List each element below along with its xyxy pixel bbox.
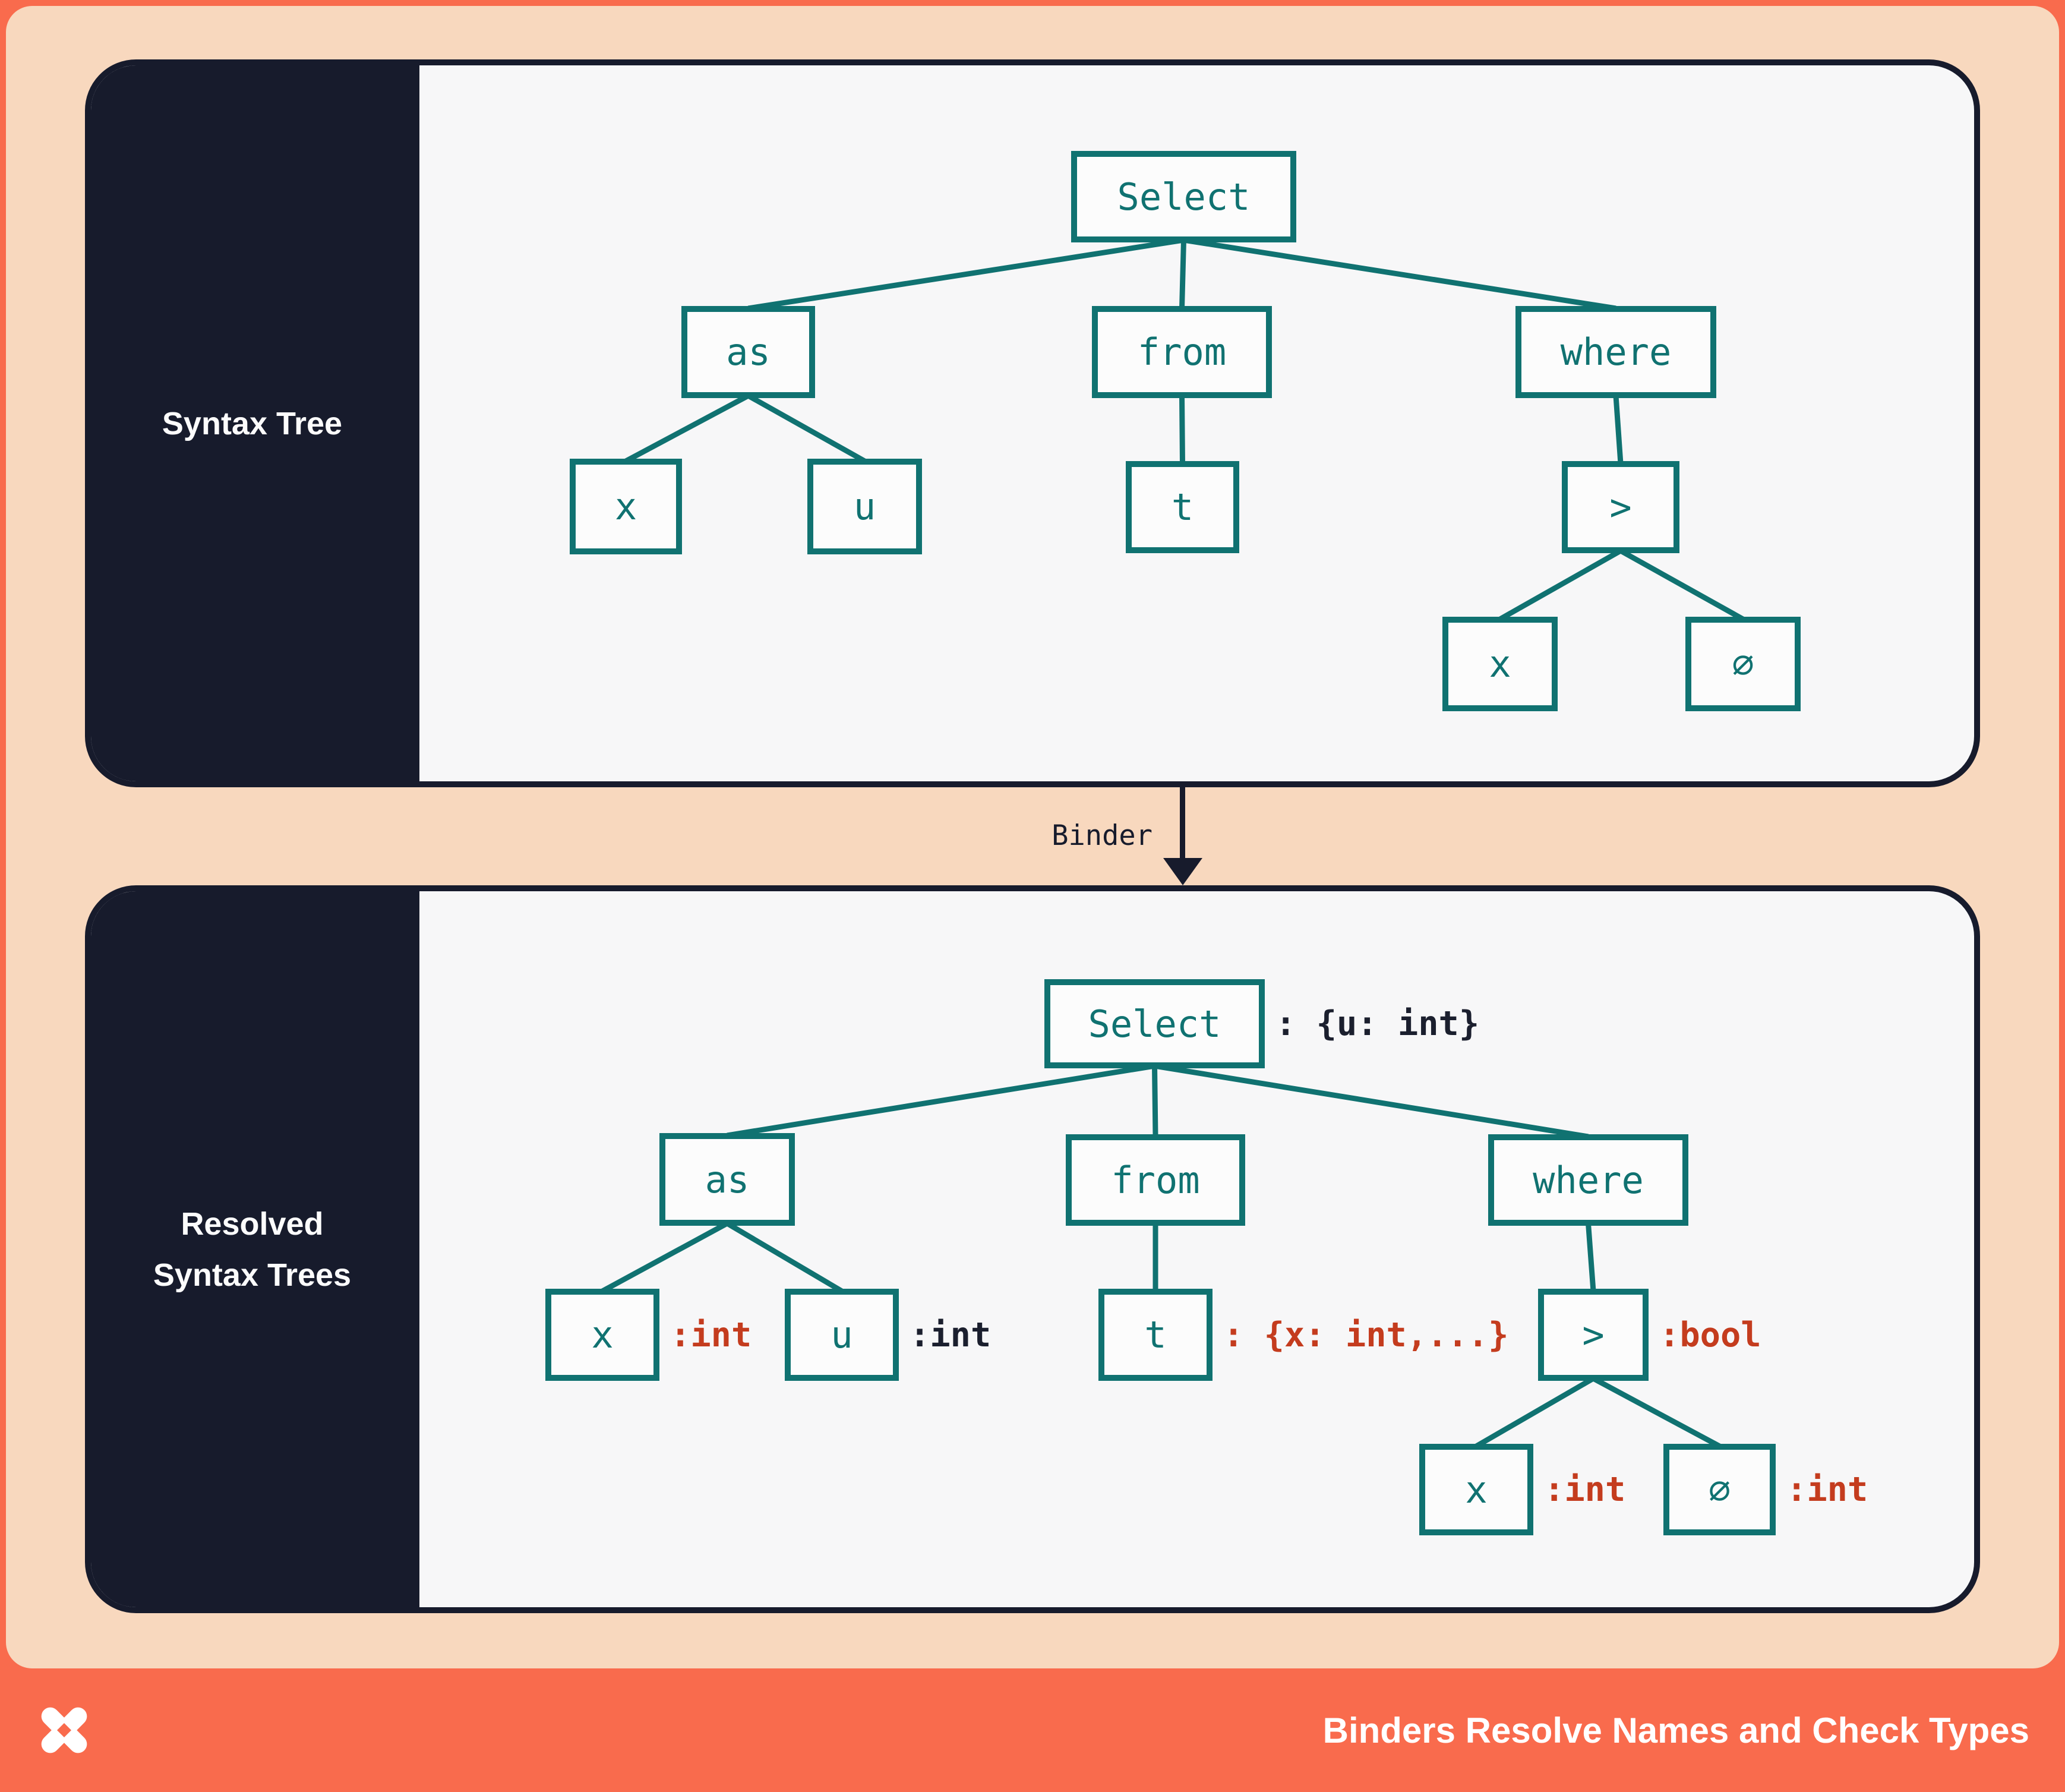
tree-node-gt: >: [1538, 1289, 1649, 1381]
tree-edge-as-u: [747, 393, 866, 463]
syntax-tree-sidebar: Syntax Tree: [91, 65, 419, 781]
tree-node-where: where: [1515, 306, 1716, 398]
pinwheel-x-logo: [41, 1707, 87, 1753]
tree-node-annotation-x1: :int: [670, 1315, 752, 1355]
tree-node-label: >: [1609, 485, 1632, 529]
tree-edge-select-from: [1179, 239, 1186, 309]
tree-node-select: Select: [1071, 151, 1296, 242]
tree-node-label: as: [705, 1157, 750, 1201]
tree-edge-from-t: [1179, 395, 1185, 464]
binder-arrow-head-icon: [1163, 858, 1202, 885]
tree-edge-select-as: [727, 1063, 1155, 1138]
tree-node-annotation-x2: :int: [1544, 1470, 1626, 1509]
footer-bar: Binders Resolve Names and Check Types: [0, 1668, 2065, 1792]
tree-node-as: as: [681, 306, 815, 398]
tree-node-u: u: [807, 459, 922, 554]
binder-arrow-line: [1180, 787, 1185, 862]
tree-node-label: u: [831, 1313, 853, 1356]
tree-node-as: as: [659, 1133, 795, 1226]
tree-node-label: Select: [1117, 175, 1251, 219]
tree-node-label: u: [853, 485, 876, 528]
tree-edge-gt-x2: [1474, 1376, 1595, 1449]
tree-node-label: where: [1533, 1158, 1644, 1202]
tree-node-u: u: [785, 1289, 899, 1381]
tree-node-label: x: [1465, 1468, 1488, 1512]
tree-node-label: ∅: [1708, 1468, 1731, 1512]
tree-node-label: t: [1171, 485, 1194, 529]
tree-node-from: from: [1092, 306, 1272, 398]
tree-node-label: x: [1489, 642, 1511, 686]
binder-label: Binder: [1052, 819, 1153, 852]
resolved-syntax-trees-sidebar-label: Resolved: [181, 1206, 324, 1242]
tree-node-annotation-t: : {x: int,...}: [1223, 1315, 1509, 1355]
tree-node-label: ∅: [1732, 642, 1754, 686]
tree-edge-select-where: [1154, 1063, 1589, 1140]
resolved-syntax-trees-edges: [601, 1063, 1721, 1449]
tree-node-select: Select: [1044, 979, 1265, 1068]
tree-edge-select-as: [747, 237, 1185, 311]
tree-node-label: from: [1111, 1158, 1200, 1202]
syntax-tree-edges: [624, 237, 1745, 621]
tree-node-gt: >: [1562, 461, 1679, 553]
tree-edge-as-x1: [624, 393, 750, 463]
tree-node-annotation-zero: :int: [1786, 1470, 1868, 1509]
tree-edge-select-where: [1183, 237, 1616, 311]
tree-node-t: t: [1098, 1289, 1213, 1381]
footer-title: Binders Resolve Names and Check Types: [1322, 1710, 2029, 1750]
tree-node-where: where: [1488, 1134, 1688, 1226]
syntax-tree-panel: Syntax Tree Select as from where x u t > x ∅: [85, 59, 1980, 787]
tree-edge-where-gt: [1613, 395, 1624, 464]
tree-node-label: from: [1137, 330, 1227, 374]
tree-edge-where-gt: [1586, 1223, 1596, 1292]
tree-node-annotation-u: :int: [910, 1315, 992, 1355]
tree-node-label: Select: [1088, 1002, 1221, 1046]
tree-node-label: t: [1144, 1313, 1167, 1356]
tree-node-zero: ∅: [1685, 617, 1801, 711]
tree-node-from: from: [1066, 1134, 1245, 1226]
tree-edge-as-x1: [601, 1221, 729, 1293]
resolved-syntax-trees-sidebar-label: Syntax Trees: [153, 1257, 352, 1293]
tree-node-label: as: [726, 330, 771, 374]
tree-node-x2: x: [1419, 1444, 1533, 1535]
tree-edge-as-u: [725, 1221, 844, 1293]
tree-node-t: t: [1126, 461, 1239, 553]
tree-node-label: where: [1560, 330, 1672, 374]
tree-edge-gt-zero: [1592, 1376, 1721, 1449]
tree-node-label: x: [614, 485, 637, 528]
tree-node-x1: x: [570, 459, 682, 554]
syntax-tree-sidebar-label: Syntax Tree: [162, 405, 343, 441]
tree-node-annotation-gt: :bool: [1659, 1315, 1761, 1355]
tree-edge-select-from: [1152, 1065, 1158, 1137]
tree-node-label: >: [1582, 1313, 1605, 1356]
tree-node-annotation-select: : {u: int}: [1275, 1004, 1480, 1043]
tree-node-zero: ∅: [1663, 1444, 1776, 1535]
tree-edge-gt-zero: [1619, 548, 1745, 621]
tree-edge-gt-x2: [1498, 548, 1622, 621]
tree-node-label: x: [591, 1313, 614, 1356]
tree-node-x2: x: [1442, 617, 1558, 711]
tree-node-x1: x: [545, 1289, 659, 1381]
syntax-tree-content: Syntax Tree Select as from where x u t > x ∅: [91, 65, 1974, 781]
